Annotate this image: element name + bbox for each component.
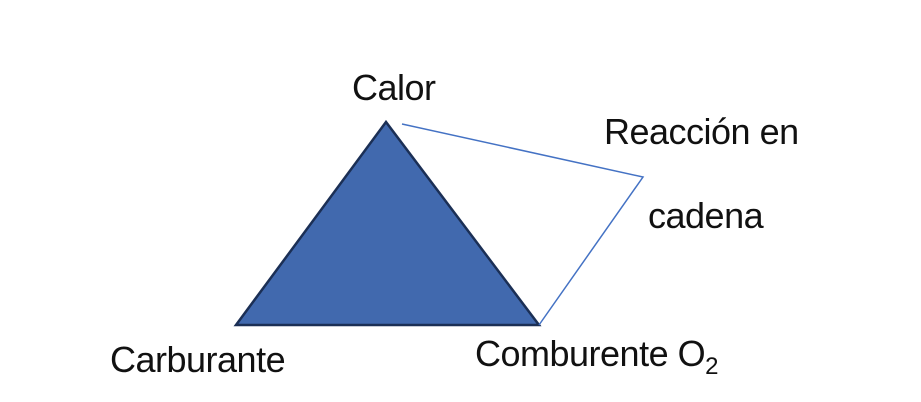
label-heat: Calor bbox=[352, 67, 436, 108]
label-chain-reaction-line2: cadena bbox=[648, 195, 764, 236]
label-oxidizer-text: Comburente O bbox=[475, 333, 706, 374]
chain-reaction-lines bbox=[401, 123, 645, 326]
label-oxidizer-subscript: 2 bbox=[705, 353, 718, 380]
fire-triangle bbox=[233, 119, 542, 327]
label-oxidizer: Comburente O2 bbox=[475, 333, 718, 379]
label-fuel: Carburante bbox=[110, 339, 286, 380]
label-chain-reaction-line1: Reacción en bbox=[604, 111, 799, 152]
